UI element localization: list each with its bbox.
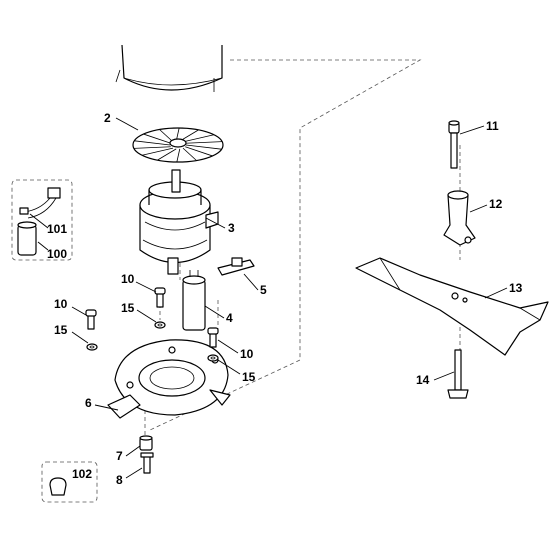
fan-blade <box>185 141 223 144</box>
callout-13: 13 <box>509 281 523 295</box>
fan-blade <box>134 140 171 146</box>
callout-15-c: 15 <box>242 370 256 384</box>
callout-14: 14 <box>416 373 430 387</box>
callout-labels: 2 3 4 5 6 7 8 10 10 10 11 12 13 14 15 15… <box>47 111 523 487</box>
washer-part-15-b <box>154 321 166 329</box>
fan-blade <box>185 144 222 150</box>
callout-100: 100 <box>47 247 67 261</box>
washer-part-15-c <box>207 354 219 362</box>
blade-part-13 <box>355 257 549 356</box>
callout-101: 101 <box>47 222 67 236</box>
callout-4: 4 <box>226 311 233 325</box>
callout-10-b: 10 <box>121 272 135 286</box>
callout-11: 11 <box>486 119 499 133</box>
callout-15-a: 15 <box>54 323 68 337</box>
fan-part-2 <box>132 127 224 163</box>
screw-part-8 <box>140 452 154 474</box>
connector-part-5 <box>217 257 255 276</box>
base-plate-part-6 <box>107 339 231 419</box>
fan-blade <box>185 146 213 157</box>
callout-5: 5 <box>260 283 267 297</box>
fan-blade <box>159 129 174 143</box>
callout-8: 8 <box>116 473 123 487</box>
bolt-part-11 <box>448 120 460 169</box>
cable-part-101 <box>19 187 61 219</box>
motor-part-3 <box>139 169 219 275</box>
callout-7: 7 <box>116 449 123 463</box>
callout-3: 3 <box>228 221 235 235</box>
fan-blade <box>176 148 181 163</box>
fan-blade <box>133 146 171 149</box>
center-bolt-part-14 <box>447 349 469 399</box>
sleeve-part-7 <box>139 435 153 451</box>
screw-part-10-b <box>154 287 166 308</box>
callout-12: 12 <box>489 197 503 211</box>
fan-blade <box>142 147 174 156</box>
fan-blade <box>143 133 171 144</box>
capacitor-part-4 <box>182 270 206 331</box>
motor-cover-part-1 <box>115 44 223 92</box>
fan-blade <box>157 148 177 161</box>
callout-102: 102 <box>72 467 92 481</box>
leader-lines <box>29 117 508 479</box>
screw-part-10-c <box>207 327 219 348</box>
capacitor-kit-part-100 <box>17 221 37 256</box>
callout-2: 2 <box>104 111 111 125</box>
callout-10-a: 10 <box>54 297 68 311</box>
callout-15-b: 15 <box>121 301 135 315</box>
callout-6: 6 <box>85 396 92 410</box>
fan-blade <box>182 134 214 143</box>
callout-10-c: 10 <box>240 347 254 361</box>
washer-part-15-a <box>86 343 98 351</box>
blade-adapter-part-12 <box>443 190 476 246</box>
screw-part-10-a <box>85 309 97 330</box>
fan-blade <box>182 147 197 161</box>
cap-part-102 <box>49 477 67 496</box>
